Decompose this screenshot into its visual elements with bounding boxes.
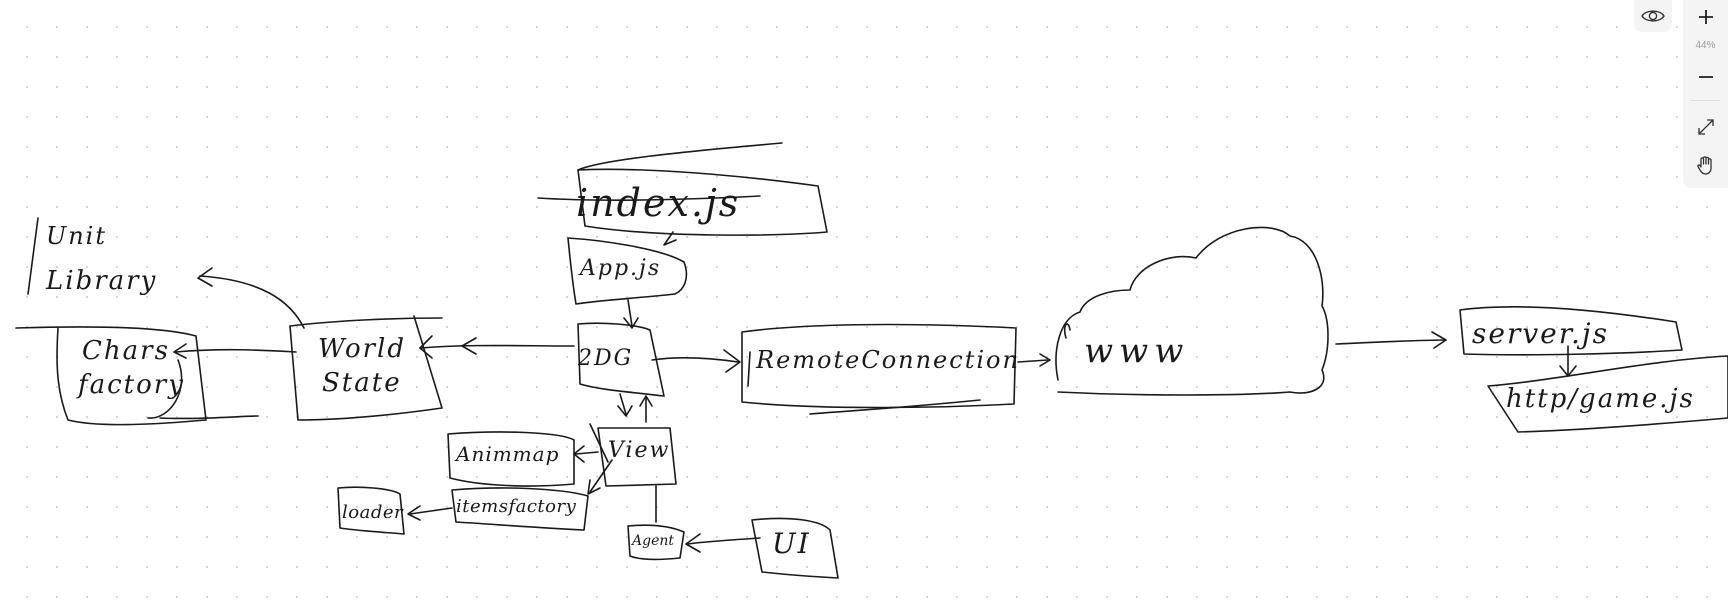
zoom-in-button[interactable] [1683, 2, 1728, 32]
loader-label: loader [342, 502, 404, 523]
expand-icon [1697, 119, 1714, 135]
server-js-box [1459, 305, 1683, 356]
plus-icon [1698, 10, 1713, 24]
visibility-toggle-button[interactable] [1634, 0, 1672, 32]
eye-icon [1641, 10, 1665, 22]
server-js-label: server.js [1472, 317, 1609, 350]
chars-factory-box [15, 326, 259, 426]
index-js-box [537, 142, 828, 236]
app-js-label: App.js [580, 256, 662, 281]
ui-label: UI [772, 527, 811, 560]
agent-box [627, 524, 685, 561]
www-label: www [1084, 331, 1190, 371]
fit-to-screen-button[interactable] [1683, 112, 1728, 142]
unit-library-bracket [27, 217, 39, 295]
chars-factory-label-line1: Chars [82, 336, 170, 366]
minus-icon [1698, 76, 1713, 78]
agent-label: Agent [632, 533, 674, 549]
loader-box [337, 486, 405, 535]
zoom-controls: 44% [1683, 0, 1728, 188]
ui-box [751, 517, 839, 579]
unit-library-label-line1: Unit [46, 222, 108, 250]
http-game-label: http/game.js [1506, 384, 1695, 414]
zoom-level: 44% [1695, 40, 1716, 51]
www-cloud [1055, 226, 1329, 396]
hand-icon [1696, 156, 1712, 175]
zoom-out-button[interactable] [1683, 62, 1728, 92]
view-box [597, 427, 677, 487]
unit-library-label-line2: Library [46, 266, 158, 296]
http-game-box [1487, 355, 1728, 433]
world-state-box [289, 315, 443, 421]
world-state-label-line1: World [318, 334, 406, 364]
chars-factory-label-line2: factory [78, 370, 185, 400]
zoom-divider [1691, 100, 1720, 101]
app-js-box [567, 237, 688, 305]
two-dg-label: 2DG [578, 346, 634, 371]
view-label: View [608, 438, 671, 463]
items-factory-box [451, 487, 589, 531]
items-factory-label: itemsfactory [456, 496, 577, 517]
animmap-label: Animmap [456, 442, 560, 466]
world-state-label-line2: State [322, 368, 402, 398]
remote-connection-box [741, 323, 1017, 415]
pan-tool-button[interactable] [1683, 150, 1728, 180]
two-dg-box [577, 322, 665, 397]
animmap-box [447, 431, 575, 487]
index-js-label: index.js [576, 181, 741, 225]
remote-connection-label: RemoteConnection [756, 346, 1020, 374]
